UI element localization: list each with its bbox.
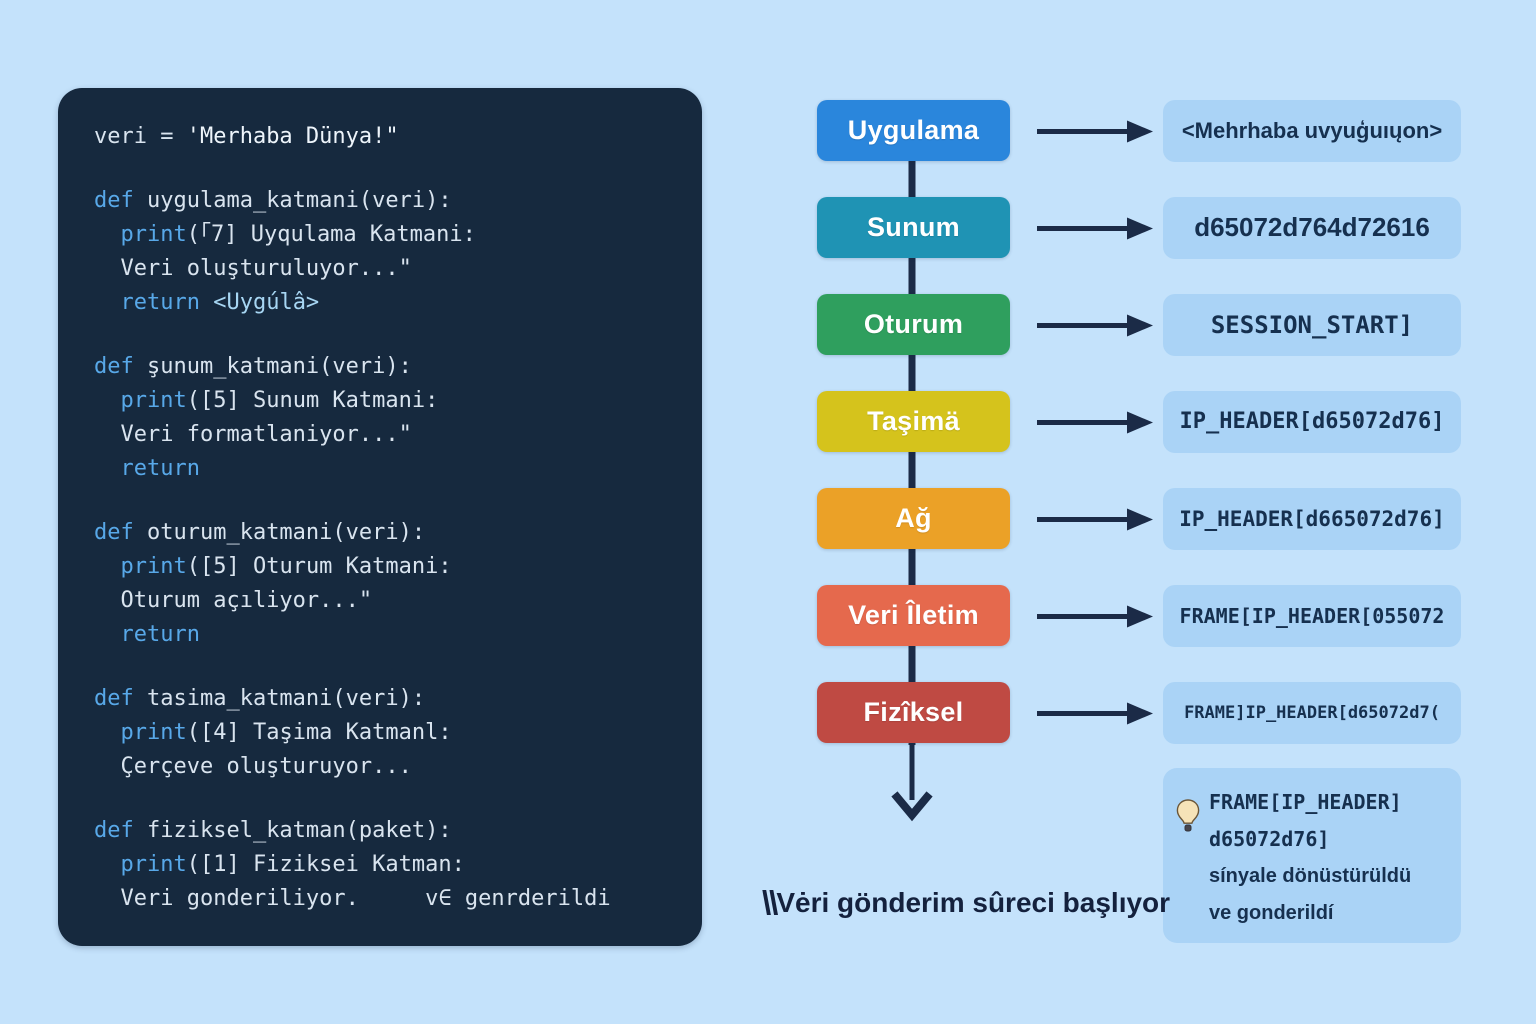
code-line: Oturum açıliyor..."	[94, 588, 373, 613]
code-line	[94, 486, 678, 516]
layer-label: Fizîksel	[863, 697, 964, 727]
layer-box-1: Uygulama	[817, 100, 1010, 161]
output-text: FRAME[IP_HEADER[055072	[1179, 603, 1445, 628]
code-line: print([1] Fiziksei Katman:	[120, 852, 465, 877]
output-pill-2: d65072d764d72616	[1163, 196, 1461, 259]
output-pill-1: <Mehrhaba uvyuģuıųon>	[1163, 99, 1461, 162]
output-pill-7: FRAME]IP_HEADER[d65072d7(	[1163, 681, 1461, 744]
code-line: Çerçeve oluşturuyor...	[94, 754, 412, 779]
output-text: IP_HEADER[d65072d76]	[1179, 409, 1445, 434]
output-text: <Mehrhaba uvyuģuıųon>	[1181, 117, 1443, 143]
code-line	[94, 784, 678, 814]
code-line: return	[120, 622, 200, 647]
note-line: sínyale dönüstürüldü	[1209, 865, 1412, 887]
code-line: def fiziksel_katman(paket):	[94, 818, 452, 843]
code-line: return <Uygúlâ>	[120, 290, 320, 315]
layer-label: Ağ	[895, 503, 932, 533]
code-line: def uygulama_katmani(veri):	[94, 188, 452, 213]
caption-slashes: \\	[762, 884, 778, 921]
code-line: print([4] Taşima Katmanl:	[120, 720, 452, 745]
code-line: Veri gonderiliyor. v∈ genrderildi	[94, 886, 611, 911]
note-line: FRAME[IP_HEADER]	[1209, 790, 1402, 814]
code-line: def oturum_katmani(veri):	[94, 520, 426, 545]
output-pill-3: SESSION_START]	[1163, 293, 1461, 356]
code-line: return	[120, 456, 200, 481]
layer-box-2: Sunum	[817, 197, 1010, 258]
code-line: veri = 'Merhaba Dünya!"	[94, 124, 399, 149]
code-line: def şunum_katmani(veri):	[94, 354, 412, 379]
output-text: SESSION_START]	[1210, 310, 1414, 339]
layer-box-3: Oturum	[817, 294, 1010, 355]
lightbulb-icon	[1176, 799, 1200, 832]
code-lines: veri = 'Merhaba Dünya!" def uygulama_katm…	[94, 120, 678, 916]
note-lines: FRAME[IP_HEADER] d65072d76] sínyale dönüst…	[1209, 784, 1449, 932]
layer-label: Uygulama	[847, 115, 980, 145]
output-text: IP_HEADER[d665072d76]	[1179, 506, 1445, 531]
output-pill-5: IP_HEADER[d665072d76]	[1163, 487, 1461, 550]
code-line: Veri oluşturuluyor..."	[94, 256, 412, 281]
code-line	[94, 154, 678, 184]
note-line: d65072d76]	[1209, 827, 1330, 851]
caption-text: Vėri gönderim sûreci başlıyor	[776, 887, 1171, 918]
output-text: d65072d764d72616	[1194, 212, 1430, 242]
output-pill-4: IP_HEADER[d65072d76]	[1163, 390, 1461, 453]
output-pill-6: FRAME[IP_HEADER[055072	[1163, 584, 1461, 647]
code-line	[94, 320, 678, 350]
output-text: FRAME]IP_HEADER[d65072d7(	[1184, 702, 1440, 723]
note-box: FRAME[IP_HEADER] d65072d76] sínyale dönüst…	[1163, 768, 1461, 943]
code-panel: veri = 'Merhaba Dünya!" def uygulama_katm…	[58, 88, 702, 946]
code-line: print(「7] Uyqulama Katmani:	[120, 222, 476, 247]
caption: \\Vėri gönderim sûreci başlıyor	[762, 884, 1182, 922]
code-line	[94, 652, 678, 682]
layer-box-7: Fizîksel	[817, 682, 1010, 743]
layer-label: Oturum	[863, 309, 964, 339]
layer-label: Sunum	[867, 212, 960, 242]
layer-box-4: Taşimä	[817, 391, 1010, 452]
code-line: print([5] Sunum Katmani:	[120, 388, 439, 413]
layer-label: Taşimä	[867, 406, 960, 436]
code-line: def tasima_katmani(veri):	[94, 686, 426, 711]
layer-box-5: Ağ	[817, 488, 1010, 549]
layer-box-6: Veri Îletim	[817, 585, 1010, 646]
layer-label: Veri Îletim	[848, 600, 979, 630]
code-line: Veri formatlaniyor..."	[94, 422, 412, 447]
code-line: print([5] Oturum Katmani:	[120, 554, 452, 579]
note-line: ve gonderildí	[1209, 902, 1334, 924]
